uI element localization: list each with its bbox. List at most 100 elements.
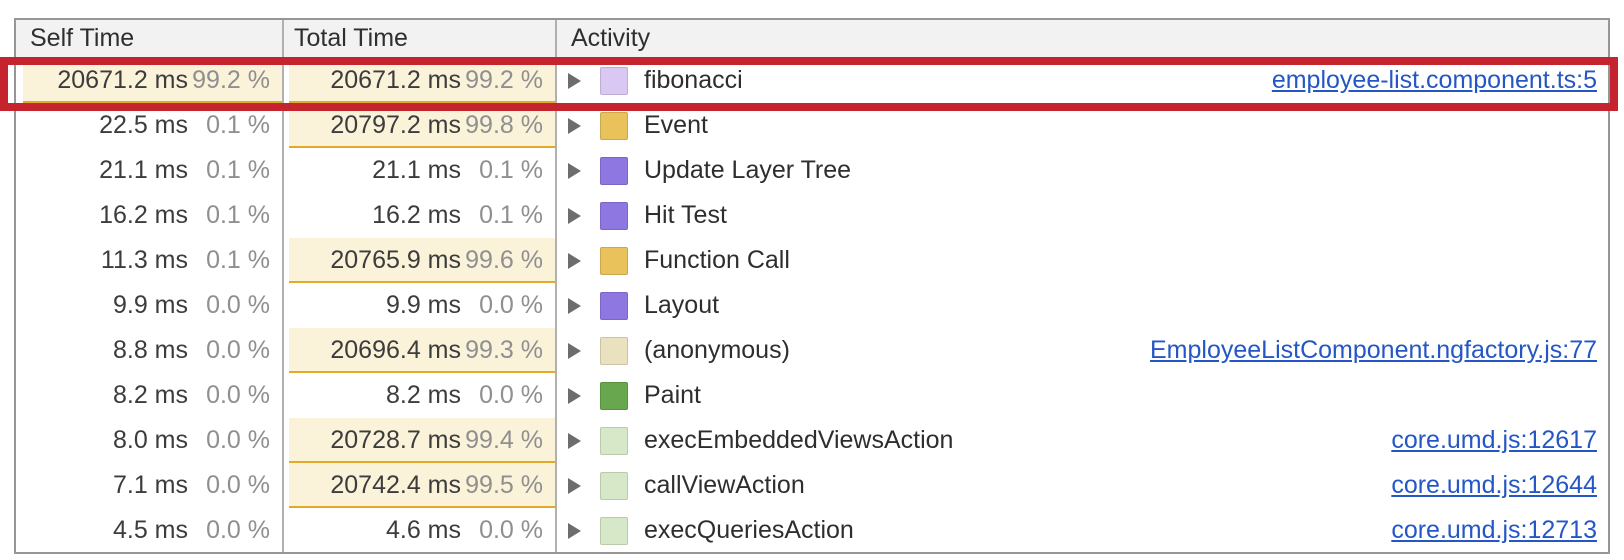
self-time-percent: 0.0 % [206, 336, 270, 364]
total-time-cell: 8.2 ms 0.0 % [282, 373, 555, 418]
self-time-percent: 99.2 % [192, 66, 270, 94]
total-time-cell: 9.9 ms 0.0 % [282, 283, 555, 328]
activity-type-icon [600, 426, 628, 455]
activity-cell: Update Layer Tree [555, 148, 1608, 193]
self-time-percent: 0.0 % [206, 291, 270, 319]
table-row[interactable]: 8.8 ms 0.0 % 20696.4 ms 99.3 % (anonymou… [16, 328, 1608, 373]
activity-cell: Event [555, 103, 1608, 148]
total-time-value: 20742.4 ms [330, 471, 461, 499]
total-time-percent: 0.0 % [479, 381, 543, 409]
total-time-value: 20797.2 ms [330, 111, 461, 139]
total-time-cell: 20671.2 ms 99.2 % [282, 58, 555, 103]
total-time-value: 20671.2 ms [330, 66, 461, 94]
column-resizer-total-activity[interactable] [555, 20, 557, 552]
total-time-percent: 0.1 % [479, 156, 543, 184]
expand-triangle-icon[interactable] [568, 162, 581, 179]
total-time-cell: 20765.9 ms 99.6 % [282, 238, 555, 283]
activity-label: fibonacci [644, 66, 743, 94]
expand-triangle-icon[interactable] [568, 387, 581, 404]
total-time-percent: 99.4 % [465, 426, 543, 454]
total-time-cell: 20742.4 ms 99.5 % [282, 463, 555, 508]
column-resizer-self-total[interactable] [282, 20, 284, 552]
expand-triangle-icon[interactable] [568, 477, 581, 494]
self-time-cell: 8.8 ms 0.0 % [16, 328, 282, 373]
activity-type-icon [600, 336, 628, 365]
column-header-self-time[interactable]: Self Time [30, 24, 135, 52]
table-row[interactable]: 21.1 ms 0.1 % 21.1 ms 0.1 % Update Layer… [16, 148, 1608, 193]
activity-label: (anonymous) [644, 336, 790, 364]
total-time-value: 20696.4 ms [330, 336, 461, 364]
source-location-link[interactable]: EmployeeListComponent.ngfactory.js:77 [1150, 336, 1597, 364]
total-time-cell: 4.6 ms 0.0 % [282, 508, 555, 553]
self-time-percent: 0.1 % [206, 156, 270, 184]
total-time-value: 21.1 ms [372, 156, 461, 184]
expand-triangle-icon[interactable] [568, 117, 581, 134]
activity-type-icon [600, 471, 628, 500]
total-time-value: 16.2 ms [372, 201, 461, 229]
activity-type-icon [600, 201, 628, 230]
total-time-cell: 21.1 ms 0.1 % [282, 148, 555, 193]
source-location-link[interactable]: core.umd.js:12617 [1391, 426, 1597, 454]
self-time-cell: 8.2 ms 0.0 % [16, 373, 282, 418]
activity-type-icon [600, 246, 628, 275]
activity-cell: callViewAction core.umd.js:12644 [555, 463, 1608, 508]
total-time-percent: 99.2 % [465, 66, 543, 94]
total-time-percent: 99.5 % [465, 471, 543, 499]
activity-type-icon [600, 156, 628, 185]
expand-triangle-icon[interactable] [568, 72, 581, 89]
self-time-percent: 0.0 % [206, 426, 270, 454]
total-time-percent: 99.6 % [465, 246, 543, 274]
table-row[interactable]: 9.9 ms 0.0 % 9.9 ms 0.0 % Layout [16, 283, 1608, 328]
activity-label: execQueriesAction [644, 516, 854, 544]
activity-label: Update Layer Tree [644, 156, 852, 184]
self-time-value: 9.9 ms [112, 291, 188, 319]
self-time-value: 22.5 ms [99, 111, 188, 139]
self-time-percent: 0.0 % [206, 516, 270, 544]
self-time-percent: 0.0 % [206, 381, 270, 409]
table-row[interactable]: 11.3 ms 0.1 % 20765.9 ms 99.6 % Function… [16, 238, 1608, 283]
self-time-value: 8.2 ms [112, 381, 188, 409]
expand-triangle-icon[interactable] [568, 207, 581, 224]
table-row[interactable]: 20671.2 ms 99.2 % 20671.2 ms 99.2 % fibo… [16, 58, 1608, 103]
activity-label: callViewAction [644, 471, 805, 499]
activity-type-icon [600, 381, 628, 410]
source-location-link[interactable]: employee-list.component.ts:5 [1271, 66, 1597, 94]
column-header-activity[interactable]: Activity [571, 24, 651, 52]
expand-triangle-icon[interactable] [568, 297, 581, 314]
source-location-link[interactable]: core.umd.js:12644 [1391, 471, 1597, 499]
rows: 20671.2 ms 99.2 % 20671.2 ms 99.2 % fibo… [16, 58, 1608, 553]
total-time-cell: 20696.4 ms 99.3 % [282, 328, 555, 373]
source-location-link[interactable]: core.umd.js:12713 [1391, 516, 1597, 544]
bottom-up-data-grid: Self Time Total Time Activity 20671.2 ms… [14, 18, 1610, 554]
self-time-cell: 8.0 ms 0.0 % [16, 418, 282, 463]
self-time-percent: 0.1 % [206, 111, 270, 139]
self-time-percent: 0.1 % [206, 246, 270, 274]
self-time-value: 20671.2 ms [57, 66, 188, 94]
grid-header: Self Time Total Time Activity [16, 20, 1608, 58]
activity-cell: Hit Test [555, 193, 1608, 238]
self-time-value: 4.5 ms [112, 516, 188, 544]
total-time-cell: 20728.7 ms 99.4 % [282, 418, 555, 463]
total-time-value: 20728.7 ms [330, 426, 461, 454]
table-row[interactable]: 8.2 ms 0.0 % 8.2 ms 0.0 % Paint [16, 373, 1608, 418]
total-time-cell: 20797.2 ms 99.8 % [282, 103, 555, 148]
total-time-value: 8.2 ms [385, 381, 461, 409]
table-row[interactable]: 16.2 ms 0.1 % 16.2 ms 0.1 % Hit Test [16, 193, 1608, 238]
expand-triangle-icon[interactable] [568, 342, 581, 359]
activity-label: Layout [644, 291, 720, 319]
table-row[interactable]: 8.0 ms 0.0 % 20728.7 ms 99.4 % execEmbed… [16, 418, 1608, 463]
table-row[interactable]: 4.5 ms 0.0 % 4.6 ms 0.0 % execQueriesAct… [16, 508, 1608, 553]
activity-cell: fibonacci employee-list.component.ts:5 [555, 58, 1608, 103]
self-time-cell: 11.3 ms 0.1 % [16, 238, 282, 283]
self-time-cell: 20671.2 ms 99.2 % [16, 58, 282, 103]
total-time-percent: 0.0 % [479, 291, 543, 319]
activity-label: execEmbeddedViewsAction [644, 426, 954, 454]
total-time-percent: 99.8 % [465, 111, 543, 139]
self-time-percent: 0.0 % [206, 471, 270, 499]
expand-triangle-icon[interactable] [568, 432, 581, 449]
column-header-total-time[interactable]: Total Time [294, 24, 408, 52]
expand-triangle-icon[interactable] [568, 252, 581, 269]
expand-triangle-icon[interactable] [568, 522, 581, 539]
table-row[interactable]: 22.5 ms 0.1 % 20797.2 ms 99.8 % Event [16, 103, 1608, 148]
table-row[interactable]: 7.1 ms 0.0 % 20742.4 ms 99.5 % callViewA… [16, 463, 1608, 508]
